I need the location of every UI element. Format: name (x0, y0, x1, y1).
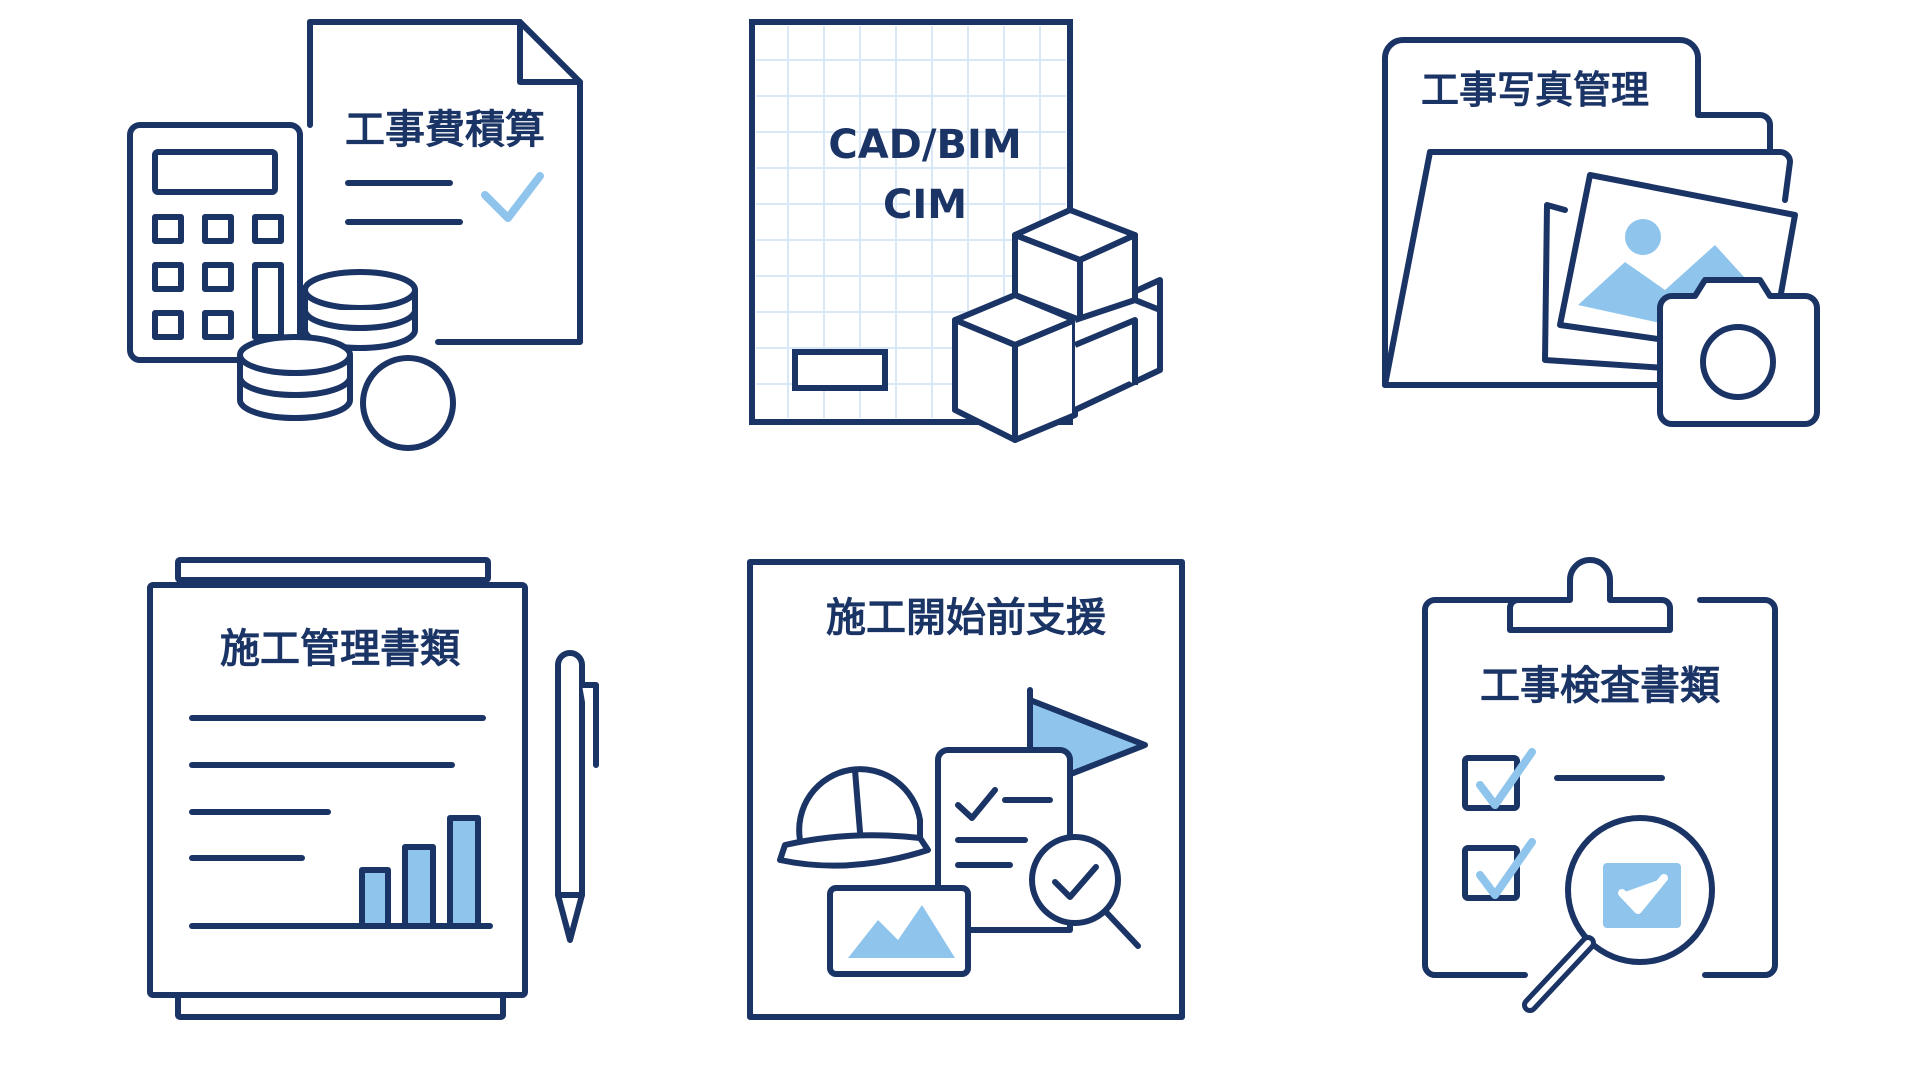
photo-icon (827, 885, 971, 977)
tile-construction-management-documents[interactable]: 施工管理書類 (147, 557, 599, 1020)
tile-construction-inspection-documents[interactable]: 工事検査書類 (1422, 557, 1778, 1013)
check-icon (481, 172, 544, 222)
coins-icon (237, 269, 456, 451)
helmet-icon (777, 766, 931, 869)
checkbox-icon (1462, 838, 1536, 901)
tile-construction-cost-estimate[interactable]: 工事費積算 (127, 19, 583, 451)
tile-pre-construction-support[interactable]: 施工開始前支援 (747, 559, 1185, 1020)
document-fold (517, 19, 583, 85)
tile-label: 工事写真管理 (1421, 68, 1649, 112)
tile-label: 工事費積算 (345, 107, 545, 153)
tile-construction-photo-management[interactable]: 工事写真管理 (1382, 37, 1820, 427)
magnifier-check-icon (1029, 834, 1141, 949)
grid-document-icon (749, 19, 1073, 425)
tile-label: 施工開始前支援 (826, 595, 1107, 641)
folder-icon (1382, 37, 1793, 388)
tile-label-line-2: CIM (883, 182, 967, 228)
clipboard-icon (1422, 557, 1778, 978)
camera-icon (1657, 277, 1820, 427)
tile-label: 施工管理書類 (220, 626, 461, 672)
pen-icon (555, 650, 599, 943)
magnifier-check-icon (1522, 815, 1715, 1013)
cubes-icon (952, 207, 1163, 443)
calculator-icon (127, 122, 303, 363)
tile-cad-bim-cim[interactable]: CAD/BIM CIM (749, 19, 1163, 443)
checkbox-icon (1462, 748, 1665, 811)
bar-chart-icon (189, 815, 493, 929)
tile-label: 工事検査書類 (1480, 663, 1721, 709)
tile-label-line-1: CAD/BIM (828, 122, 1021, 168)
